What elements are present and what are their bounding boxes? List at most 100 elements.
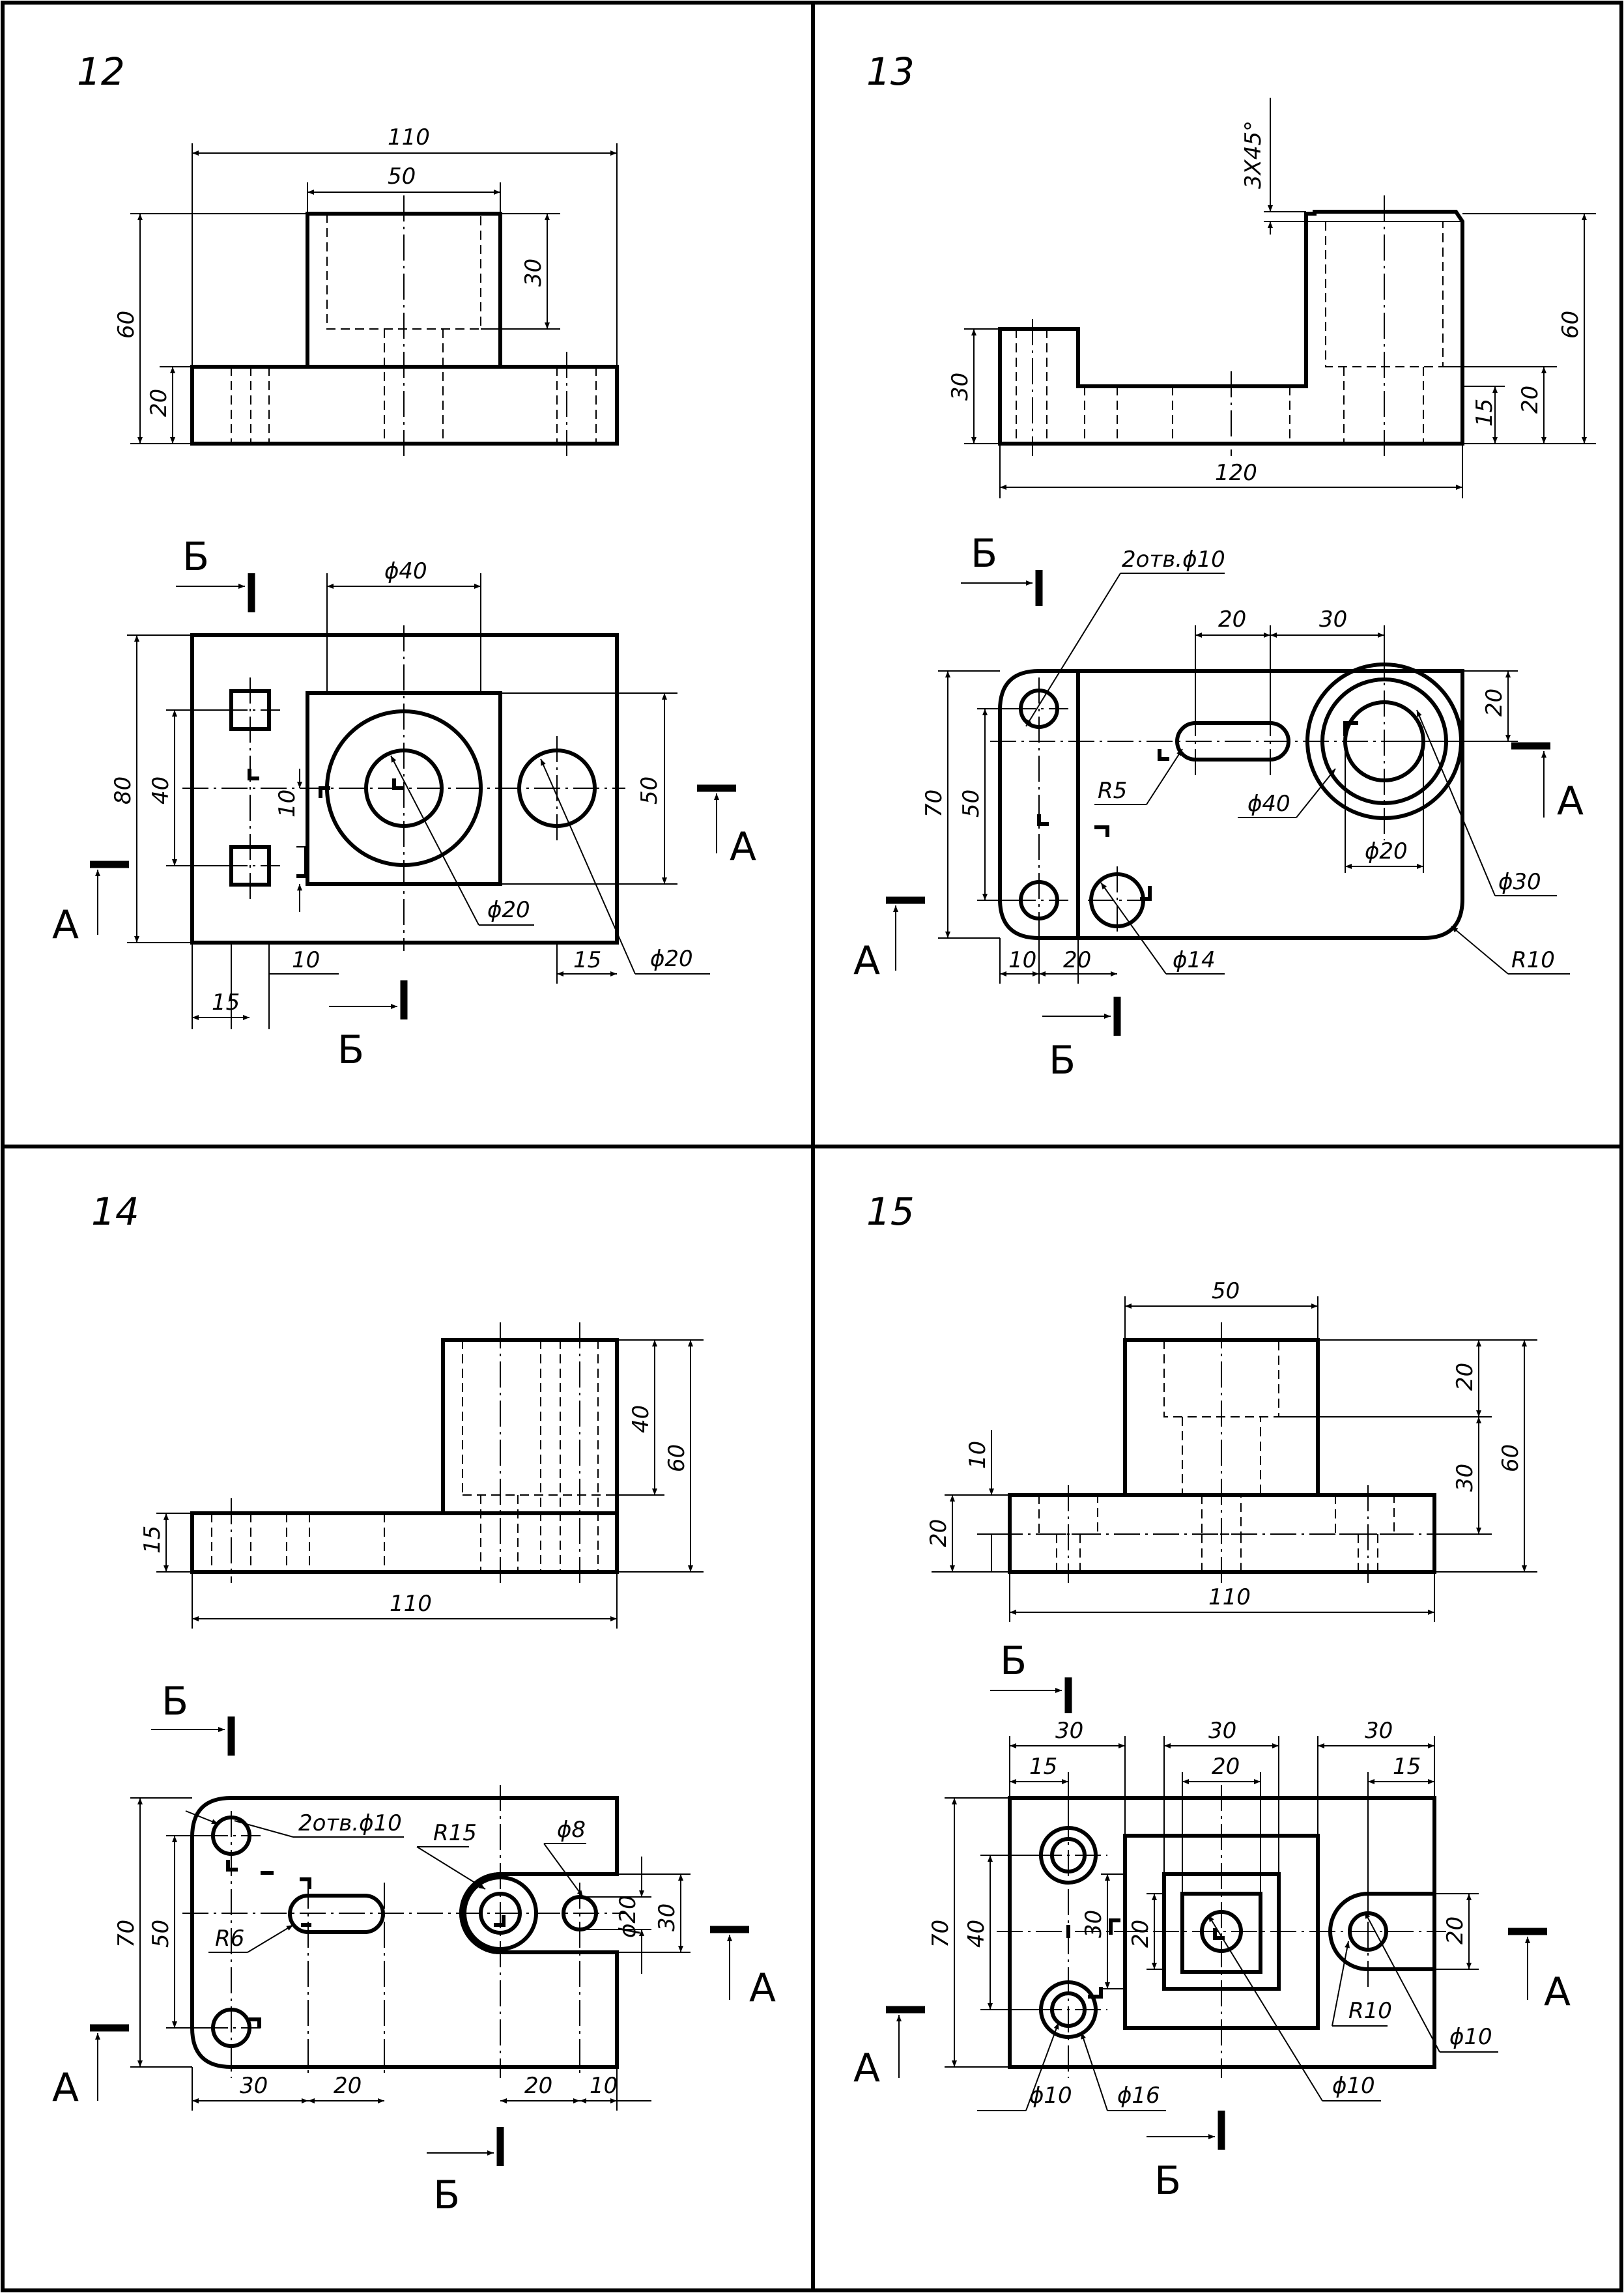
dim-label: 60: [664, 1444, 690, 1472]
dim-label: 15: [1029, 1754, 1057, 1780]
dim-label: ϕ16: [1117, 2083, 1160, 2109]
dim-label: R5: [1098, 778, 1127, 804]
dim-label: 3X45°: [1240, 121, 1266, 189]
dim-label: 20: [1442, 1916, 1468, 1944]
dim-label: 50: [388, 164, 416, 190]
dim-label: 110: [1208, 1584, 1251, 1610]
dim-label: R6: [215, 1926, 244, 1952]
dim-label: 15: [212, 990, 240, 1016]
task-13-front-dims: 3X45° 30 60 15 20 120: [947, 98, 1596, 498]
dim-label: 30: [1452, 1464, 1478, 1492]
task-12-top-dims: ϕ40 80 40 10 50 ϕ20 ϕ20: [110, 558, 710, 1029]
dim-label: R10: [1348, 1998, 1392, 2024]
dim-label: ϕ8: [557, 1817, 586, 1843]
dim-label: ϕ20: [650, 946, 693, 972]
dim-label: ϕ20: [1365, 838, 1408, 864]
task-12-front-view: [190, 195, 619, 456]
dim-label: 70: [921, 790, 947, 818]
dim-label: 60: [1558, 311, 1584, 339]
task-12-section-marks: Б А А Б: [52, 534, 756, 1073]
dim-label: 15: [573, 947, 601, 973]
dim-label: 20: [1517, 386, 1543, 414]
task-13-top-view: [990, 651, 1472, 940]
dim-label: ϕ10: [1029, 2083, 1072, 2109]
dim-label: 40: [963, 1920, 990, 1948]
task-12-top-view: [182, 625, 625, 951]
dim-label: 10: [965, 1441, 991, 1469]
dim-label: 60: [113, 311, 139, 339]
dim-label: 20: [1128, 1920, 1154, 1948]
section-letter-a: А: [52, 902, 79, 948]
section-letter-a: А: [1557, 778, 1584, 824]
task-14-top-view: [182, 1785, 625, 2078]
task-13-front-view: [998, 195, 1464, 456]
dim-label: 40: [148, 776, 174, 805]
task-number-13: 13: [866, 50, 915, 94]
dim-label: 30: [947, 373, 973, 401]
section-letter-b: Б: [1000, 1638, 1027, 1684]
dim-label: ϕ40: [1247, 791, 1290, 817]
task-14-front-view: [190, 1322, 619, 1583]
dim-label: 80: [110, 776, 136, 805]
task-number-14: 14: [91, 1189, 139, 1234]
dim-label: ϕ14: [1173, 947, 1216, 973]
task-15: 15 50: [853, 1189, 1571, 2204]
task-14: 14 40 60: [52, 1189, 776, 2218]
dim-label: ϕ20: [487, 897, 530, 923]
section-letter-a: А: [853, 2045, 880, 2091]
task-13: 13 3X45° 30: [853, 50, 1596, 1083]
dim-label: 20: [1063, 947, 1091, 973]
dim-label: 50: [148, 1920, 174, 1948]
dim-label: 30: [1208, 1718, 1236, 1744]
dim-label: 50: [1212, 1278, 1240, 1304]
task-15-front-dims: 50 20 30 60 10 20 110: [926, 1278, 1537, 1622]
dim-label: ϕ20: [615, 1895, 641, 1938]
task-12-front-dims: 110 50 60 20 30: [113, 124, 618, 444]
task-12: 12 110 50: [52, 50, 756, 1073]
dim-label: 50: [958, 790, 984, 818]
dim-label: 110: [388, 124, 430, 150]
dim-label: R15: [433, 1820, 477, 1846]
section-letter-a: А: [730, 824, 756, 870]
dim-label: 30: [1365, 1718, 1393, 1744]
dim-label: 110: [390, 1591, 432, 1617]
dim-label: 20: [146, 389, 172, 417]
dim-label: 30: [520, 259, 547, 287]
dim-label: 15: [1472, 399, 1498, 427]
task-13-top-dims: 2отв.ϕ10 20 30 20 70 50 R5 ϕ40: [921, 547, 1570, 984]
task-15-front-view: [997, 1322, 1446, 1583]
task-15-section-marks: Б А А Б: [853, 1638, 1571, 2204]
task-14-front-dims: 40 60 15 110: [139, 1339, 704, 1629]
section-letter-a: А: [52, 2065, 79, 2111]
dim-label: 20: [1481, 689, 1507, 717]
dim-label: ϕ40: [384, 558, 427, 584]
dim-label: 2отв.ϕ10: [298, 1810, 402, 1836]
dim-label: 20: [1212, 1754, 1240, 1780]
dim-label: 70: [113, 1920, 139, 1948]
dim-label: 70: [928, 1920, 954, 1948]
dim-label: 40: [628, 1405, 654, 1433]
section-letter-b: Б: [182, 534, 209, 580]
task-13-section-marks: Б А А Б: [853, 531, 1584, 1083]
section-letter-b: Б: [1154, 2158, 1181, 2204]
dim-label: 10: [590, 2073, 618, 2099]
section-letter-a: А: [1544, 1969, 1571, 2015]
dim-label: ϕ10: [1449, 2024, 1492, 2050]
dim-label: 15: [1393, 1754, 1421, 1780]
dim-label: 20: [334, 2073, 362, 2099]
dim-label: 20: [1452, 1363, 1478, 1391]
dim-label: 2отв.ϕ10: [1122, 547, 1225, 573]
section-letter-a: А: [749, 1965, 776, 2011]
dim-label: 30: [240, 2073, 268, 2099]
section-letter-b: Б: [337, 1027, 364, 1073]
dim-label: 10: [1008, 947, 1036, 973]
dim-label: ϕ10: [1332, 2073, 1375, 2099]
dim-label: 60: [1498, 1444, 1524, 1472]
task-15-top-view: [997, 1785, 1446, 2078]
task-14-top-dims: 2отв.ϕ10 R15 ϕ8 70 50 R6 ϕ20: [113, 1797, 691, 2111]
dim-label: 30: [654, 1903, 680, 1931]
section-letter-a: А: [853, 938, 880, 984]
dim-label: 20: [1218, 606, 1246, 633]
